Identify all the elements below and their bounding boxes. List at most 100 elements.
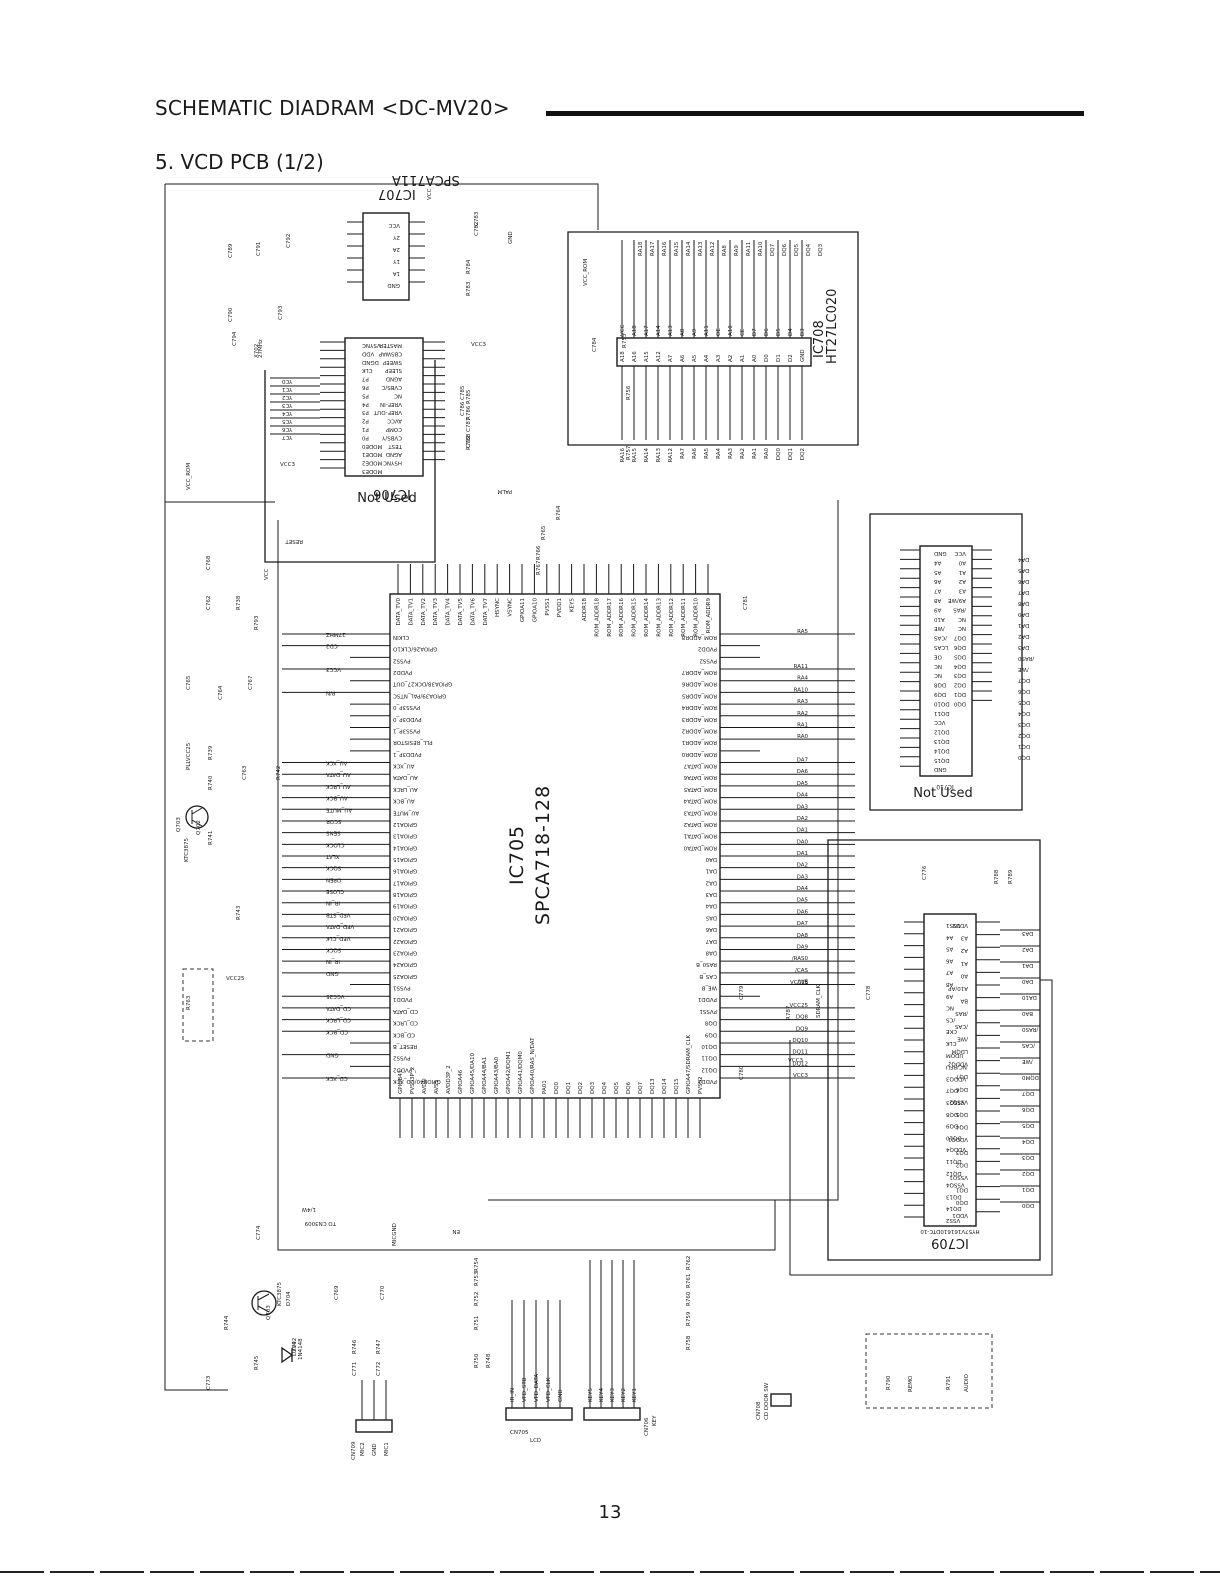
component-ref-label: C772 <box>376 1362 382 1376</box>
ic705-left-pin-label: CD_LRCK <box>393 1020 418 1026</box>
ic705-right-net-label: DA5 <box>797 781 809 787</box>
ic709-net-label: DQ0 <box>1022 1202 1035 1208</box>
rom-net-top-label: RA16 <box>662 241 668 256</box>
ic710-left-pin-label: A8 <box>934 597 942 603</box>
cn705-name: LCD <box>530 1438 541 1444</box>
ic705-bottom-pin-label: GPIOA42/DQM1 <box>506 1051 512 1094</box>
ic705-bottom-pin-label: DQ2 <box>578 1082 584 1094</box>
ic710-net-label: DQ4 <box>1018 710 1031 716</box>
component-ref-label: C792 <box>286 234 292 248</box>
rom-net-top-label: DQ3 <box>818 243 824 256</box>
ic705-right-net-label: DA4 <box>797 886 809 892</box>
ic705-right-net-label: RA2 <box>797 711 808 717</box>
ic705-right-pin-label: DA3 <box>705 891 717 897</box>
cn709-pin-label: MIC2 <box>360 1442 366 1456</box>
ic706-ref: IC706 <box>373 486 411 501</box>
ic708-bottom-pin-label: OE <box>716 328 722 336</box>
right-feed-wire <box>277 500 839 1251</box>
ic708-top-pin-label: A16 <box>632 351 638 362</box>
ic709-net-label: DA0 <box>1022 978 1034 984</box>
cn706-pin-label: KEY5 <box>588 1388 594 1402</box>
ic710-left-pin-label: DQ11 <box>934 710 950 716</box>
component-ref-label: C785 <box>460 385 466 400</box>
component-ref-label: R742 <box>276 766 282 780</box>
rom-net-top-label: RA15 <box>674 241 680 256</box>
component-ref-label: C781 <box>743 596 749 610</box>
ic706-note: Not Used <box>357 491 416 506</box>
ic705-top-pin-label: HSYNC <box>495 598 501 617</box>
ic709-left-pin-label: A9 <box>946 993 954 999</box>
component-ref-label: C770 <box>380 1285 386 1300</box>
ic705-right-net-label: /WE <box>797 980 808 986</box>
ic705-right-net-label: DA7 <box>797 921 809 927</box>
rom-net-top-label: RA13 <box>698 241 704 256</box>
ic709-left-pin-label: VSS1 <box>946 922 960 928</box>
ic709-right-pin-label: A10/AP <box>948 985 968 991</box>
section-title: 5. VCD PCB (1/2) <box>155 150 324 174</box>
rom-net-bottom-label: RA12 <box>668 448 674 462</box>
ic710-right-pin-label: VCC <box>954 550 966 556</box>
component-ref-label: R762 <box>686 1256 692 1270</box>
component-ref-label: R745 <box>254 1355 260 1370</box>
remo-label: REMO <box>908 1375 914 1392</box>
ic705-right-net-label: DQ8 <box>796 1015 809 1021</box>
ic705-left-pin-label: GPIOA24 <box>393 961 418 967</box>
ic706-chip: MASTERCBSWAPSWEEPSLEEPAGNDCVBS/CNCVREF-I… <box>320 337 445 506</box>
ic710-left-pin-label: GND <box>934 550 947 556</box>
ic705-bottom-pin-label: DQ3 <box>590 1081 596 1094</box>
ic705-right-pin-label: DQ9 <box>704 1031 717 1037</box>
rom-net-bottom-label: RA4 <box>716 448 722 459</box>
component-ref-label: R761 <box>686 1274 692 1288</box>
ic706-left-pin-label: MODE0 <box>362 443 383 449</box>
ic710-left-pin-label: NC <box>934 672 942 678</box>
rom-net-top-label: RA14 <box>686 241 692 256</box>
ic705-left-pin-label: AU_XCK <box>393 763 415 769</box>
ic705-right-pin-label: ROM_DATA7 <box>683 763 717 769</box>
ic705-right-net-label: DQ10 <box>792 1038 808 1044</box>
ic705-right-pin-label: ROM_DATA5 <box>683 786 717 792</box>
ic705-left-pin-label: PLL_RESISTOR <box>393 739 433 745</box>
ic710-left-pin-label: DQ10 <box>934 700 950 706</box>
component-ref-label: D704 <box>292 1341 298 1356</box>
ic708-top-pin-label: A15 <box>644 351 650 362</box>
ic705-left-pin-label: PVDD3P_1 <box>393 751 422 757</box>
cn705-pin-label: GND <box>558 1389 564 1402</box>
outer-wire-frame <box>164 183 599 1391</box>
ic709-left-pin-label: VDDQ4 <box>946 1146 967 1152</box>
ic705-top-pin-label: ADDR18 <box>582 598 588 622</box>
ic707-ref: IC707 <box>378 186 416 201</box>
ic705-right-pin-label: DA4 <box>705 903 717 909</box>
ic705-right-pin-label: ROM_ADDR5 <box>681 692 717 698</box>
ic705-left-pin-label: GPIOA39/PAL_NTSC <box>393 692 447 698</box>
d704-diode: X702 1N4148 <box>281 1338 304 1364</box>
ic707-pin-label: 1Y <box>393 258 400 264</box>
ic705-top-pin-label: ROM_ADDR12 <box>669 598 675 637</box>
cn708-ref: CN708 <box>756 1401 762 1420</box>
ic710-net-label: DA4 <box>1018 556 1030 562</box>
component-ref-label: R752 <box>474 1292 480 1306</box>
ic705-top-pin-label: GPIOA11 <box>520 598 526 622</box>
ic710-right-pin-label: DQ6 <box>953 644 966 650</box>
ic705-right-net-label: RA10 <box>794 687 809 693</box>
ic708-top-pin-label: GND <box>800 349 806 362</box>
rom-net-bottom-label: RA14 <box>644 448 650 463</box>
ic710-net-label: DA7 <box>1018 589 1030 595</box>
ic708-top-pin-label: D0 <box>764 354 770 362</box>
ic706-left-pin-label: P6 <box>362 384 369 390</box>
rom-net-bottom-label: RA16 <box>620 448 626 463</box>
ic705-right-net-label: VCC3 <box>793 1073 808 1079</box>
cn706-pin-label: KEY3 <box>610 1388 616 1402</box>
component-ref-label: C790 <box>228 307 234 322</box>
ic705-left-pin-label: CD_BCK <box>393 1031 415 1037</box>
ic705-left-pin-label: GPIOA13 <box>393 833 418 839</box>
ic709-net-label: DA3 <box>1022 930 1034 936</box>
cn706-ref: CN706 <box>644 1417 650 1436</box>
ic705-right-net-label: RA0 <box>797 734 808 740</box>
ic705-left-pin-label: CLKIN <box>393 634 409 640</box>
cn705-pin-label: VFD_STB <box>522 1377 528 1402</box>
ic705-bottom-pin-label: GPIOA41/DQM0 <box>518 1051 524 1094</box>
ic709-left-pin-label: A5 <box>946 946 954 952</box>
ic706-left-pin-label: P1 <box>362 426 369 432</box>
ic706-right-pin-label: CVBS/C <box>381 384 402 390</box>
ic705-top-pin-label: DATA_TV4 <box>446 598 452 626</box>
